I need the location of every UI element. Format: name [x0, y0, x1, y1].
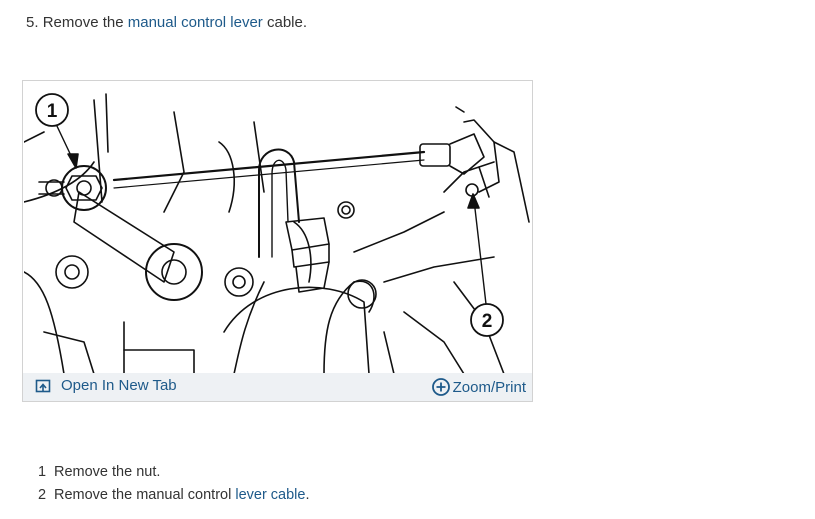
note-text-before: Remove the manual control: [54, 487, 236, 503]
note-text: Remove the manual control lever cable.: [54, 484, 310, 507]
lever-cable-diagram: 1 2: [24, 82, 532, 374]
zoom-print-button[interactable]: Zoom/Print: [431, 377, 526, 397]
plus-circle-icon: [431, 377, 453, 397]
note-text-after: .: [305, 487, 310, 503]
manual-control-lever-link[interactable]: manual control lever: [127, 14, 263, 31]
open-new-tab-icon: [35, 378, 61, 394]
step-text-after: cable.: [262, 14, 308, 31]
open-in-new-tab-label: Open In New Tab: [61, 377, 177, 394]
note-text: Remove the nut.: [54, 464, 161, 480]
step-text-before: Remove the: [42, 14, 128, 31]
step-number: 5.: [26, 14, 39, 31]
callout-1-label: 1: [47, 101, 58, 122]
list-item: 2 Remove the manual control lever cable.: [38, 484, 310, 507]
figure-toolbar: Open In New Tab Zoom/Print: [23, 373, 532, 401]
note-number: 2: [38, 487, 47, 503]
list-item: 1 Remove the nut.: [38, 461, 310, 484]
lever-cable-link[interactable]: lever cable: [235, 487, 306, 503]
callout-notes-list: 1 Remove the nut. 2 Remove the manual co…: [38, 461, 310, 507]
callout-2-label: 2: [482, 311, 493, 332]
step-5: 5. Remove the manual control lever cable…: [26, 13, 307, 33]
open-in-new-tab-button[interactable]: Open In New Tab: [35, 377, 177, 394]
zoom-print-label: Zoom/Print: [452, 378, 526, 396]
figure-container: 1 2 Open In New Tab: [22, 80, 533, 402]
note-number: 1: [38, 464, 47, 480]
